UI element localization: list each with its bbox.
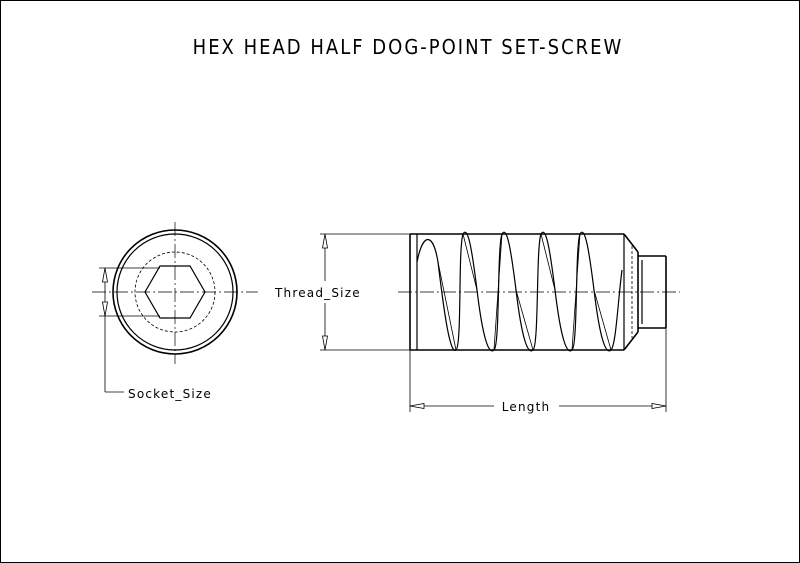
end-view-hidden-circle <box>134 251 216 333</box>
thread-helix <box>416 231 623 352</box>
hex-socket <box>144 265 206 319</box>
thread-arrow-bottom <box>322 335 328 351</box>
chamfer-top <box>623 233 639 253</box>
chamfer-bottom <box>623 331 639 351</box>
thread-size-label: Thread_Size <box>274 286 361 300</box>
socket-size-label: Socket_Size <box>128 387 212 401</box>
length-arrow-left <box>409 403 425 409</box>
end-view-chamfer-circle <box>116 233 234 351</box>
socket-arrow-bottom <box>102 301 108 317</box>
length-arrow-right <box>651 403 667 409</box>
side-view: Thread_Size Length <box>274 231 680 414</box>
end-view-outer-circle <box>112 229 238 355</box>
thread-arrow-top <box>322 233 328 249</box>
socket-arrow-top <box>102 267 108 283</box>
thread-helix-back <box>437 233 612 351</box>
end-view: Socket_Size <box>92 222 258 401</box>
length-label: Length <box>502 400 551 414</box>
drawing-title: HEX HEAD HALF DOG-POINT SET-SCREW <box>193 35 624 59</box>
